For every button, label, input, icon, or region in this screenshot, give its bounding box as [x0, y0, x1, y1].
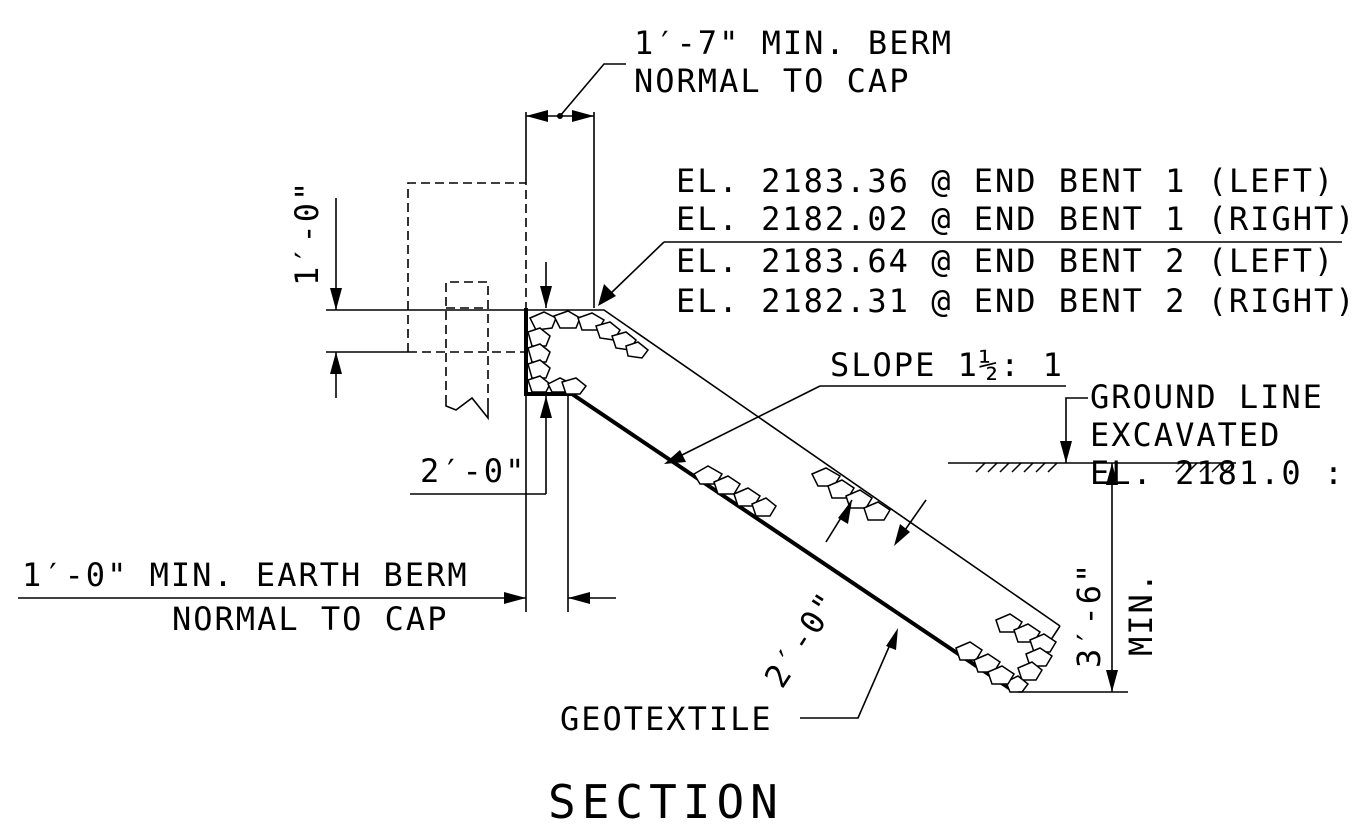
elevation-label-end-bent-2-left: EL. 2183.64 @ END BENT 2 (LEFT) — [676, 242, 1335, 280]
earth-berm-label-line2: NORMAL TO CAP — [172, 600, 448, 638]
geotextile-label: GEOTEXTILE — [560, 700, 773, 738]
slope-leader — [664, 385, 1066, 464]
thickness-label-normal: 2′-0" — [757, 584, 847, 694]
top-berm-dimension — [525, 63, 626, 308]
section-title: SECTION — [548, 775, 784, 824]
elevation-label-end-bent-1-right: EL. 2182.02 @ END BENT 1 (RIGHT) — [676, 200, 1357, 238]
vertical-dimension-label: 1′-0" — [288, 180, 326, 286]
toe-min-label: MIN. — [1122, 571, 1160, 656]
ground-line-leader — [1060, 397, 1088, 463]
thickness-normal-arrow-top — [894, 499, 927, 546]
ground-label-line1: EXCAVATED — [1090, 416, 1281, 454]
earth-berm-dimension — [18, 396, 616, 612]
geotextile-leader — [800, 628, 898, 719]
thickness-label-horizontal: 2′-0" — [420, 452, 526, 490]
end-bent-cap-outline — [407, 182, 527, 353]
thickness-dimension-normal — [825, 499, 853, 543]
top-berm-label-line1: 1′-7" MIN. BERM — [634, 24, 953, 62]
elevation-label-end-bent-1-left: EL. 2183.36 @ END BENT 1 (LEFT) — [676, 162, 1335, 200]
elevation-leader — [598, 241, 1342, 306]
thickness-dimension-vertical — [410, 262, 552, 495]
ground-label-line2: GROUND LINE — [1090, 378, 1324, 416]
ground-label-line3: EL. 2181.0 : — [1090, 454, 1345, 492]
vertical-dimension-1ft — [326, 198, 526, 398]
elevation-label-end-bent-2-right: EL. 2182.31 @ END BENT 2 (RIGHT) — [676, 282, 1357, 320]
slope-label: SLOPE 1½: 1 — [830, 346, 1064, 384]
toe-depth-dimension — [1018, 463, 1128, 693]
riprap-stones — [527, 310, 1058, 693]
pile-outline — [445, 281, 489, 421]
excavated-ground-line — [948, 462, 1236, 473]
earth-berm-label-line1: 1′-0" MIN. EARTH BERM — [22, 556, 469, 594]
toe-depth-label: 3′-6" — [1070, 562, 1108, 668]
top-berm-label-line2: NORMAL TO CAP — [634, 62, 910, 100]
